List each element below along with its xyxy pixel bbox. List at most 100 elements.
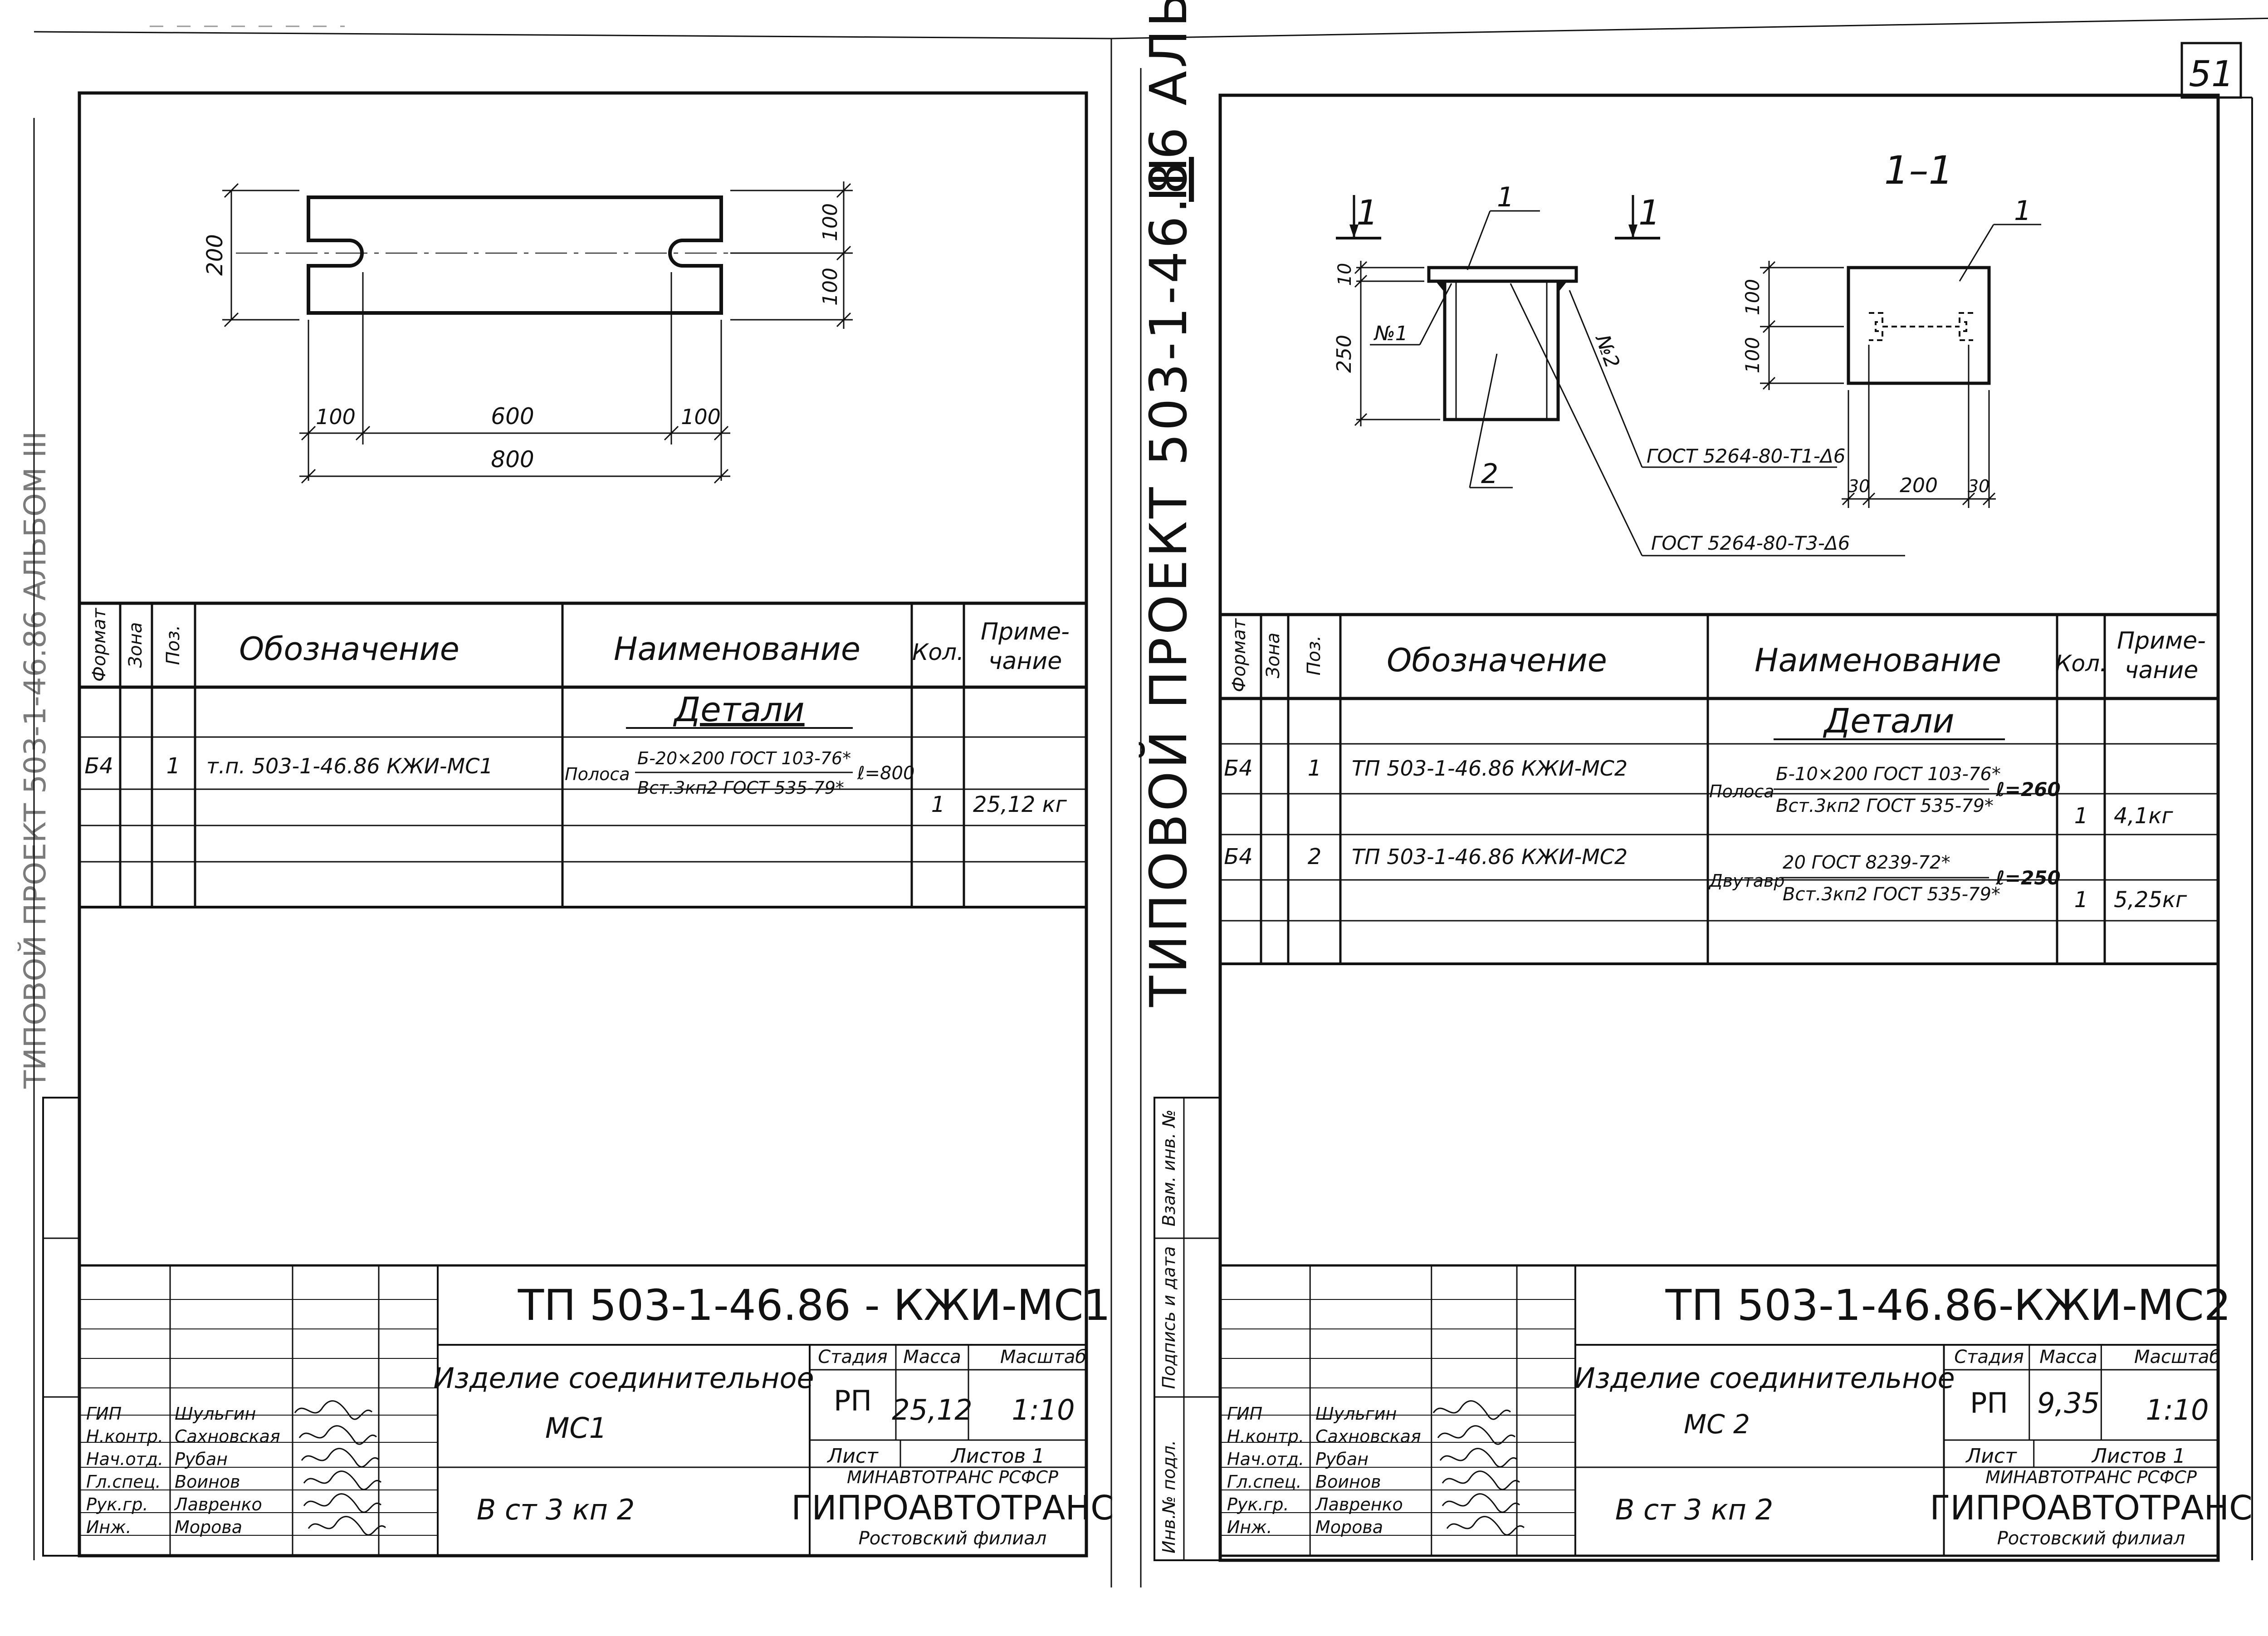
left-role-1: Н.контр. xyxy=(86,1426,163,1446)
right-label-sheets: Листов 1 xyxy=(2091,1445,2185,1468)
r-col-pos: Поз. xyxy=(1304,635,1325,676)
left-scale: 1:10 xyxy=(1012,1393,1075,1426)
r-col-format: Формат xyxy=(1229,618,1250,692)
weld-label-2: №2 xyxy=(1590,331,1624,371)
cut-label-left: 1 xyxy=(1356,192,1378,233)
dim-100-right: 100 xyxy=(681,405,721,429)
right-branch: Ростовский филиал xyxy=(1997,1528,2185,1549)
left-drawing-plate xyxy=(236,195,794,315)
row-name-prefix: Полоса xyxy=(565,764,630,784)
left-mass: 25,12 xyxy=(892,1393,973,1426)
dim-200: 200 xyxy=(202,234,228,276)
right-signature-roles: ГИП Н.контр. Нач.отд. Гл.спец. Рук.гр. И… xyxy=(1227,1404,1421,1537)
r1-format: Б4 xyxy=(1224,756,1252,781)
right-person-5: Морова xyxy=(1315,1517,1383,1537)
col-pos: Поз. xyxy=(163,625,184,665)
r2-prefix: Двутавр xyxy=(1708,871,1785,891)
r2-note: 5,25кг xyxy=(2114,887,2187,913)
left-person-4: Лавренко xyxy=(174,1494,262,1514)
dim-100-left: 100 xyxy=(316,405,356,429)
dim-200-section: 200 xyxy=(1900,474,1938,497)
right-label-stage: Стадия xyxy=(1954,1347,2024,1367)
row-name-top: Б-20×200 ГОСТ 103-76* xyxy=(637,748,851,768)
r1-designation: ТП 503-1-46.86 КЖИ-МС2 xyxy=(1352,756,1628,781)
section-details: Детали xyxy=(673,690,804,729)
r1-name-top: Б-10×200 ГОСТ 103-76* xyxy=(1776,764,2001,785)
album-title-text: ТИПОВОЙ ПРОЕКТ 503-1-46.86 АЛЬБОМ xyxy=(1139,0,1198,1007)
dim-100-bottom: 100 xyxy=(819,268,842,306)
r1-pos: 1 xyxy=(1308,756,1322,781)
left-person-3: Воинов xyxy=(175,1472,240,1492)
margin-label: ТИПОВОЙ ПРОЕКТ 503-1-46.86 АЛЬБОМ III xyxy=(17,431,53,1089)
cut-line xyxy=(34,31,1112,39)
right-spec-table xyxy=(1220,613,2218,965)
album-roman: III xyxy=(1139,157,1198,202)
col-qty: Кол. xyxy=(912,639,964,665)
sheet-number-box xyxy=(2180,42,2242,99)
left-label-mass: Масса xyxy=(903,1347,961,1367)
left-stage: РП xyxy=(834,1384,872,1417)
right-role-2: Нач.отд. xyxy=(1227,1449,1304,1469)
right-front-view xyxy=(1336,195,1905,557)
dim-10: 10 xyxy=(1334,263,1355,286)
r1-length: ℓ=260 xyxy=(1995,778,2061,801)
left-sheet: 200 100 100 100 600 100 800 Формат Зона … xyxy=(42,91,1114,1558)
stamp-inv-no: Инв.№ подл. xyxy=(1159,1440,1179,1553)
right-frame xyxy=(1218,93,2220,1562)
right-role-4: Рук.гр. xyxy=(1227,1494,1289,1514)
dim-30-right: 30 xyxy=(1968,476,1989,496)
col-designation: Обозначение xyxy=(239,630,459,668)
left-material: В ст 3 кп 2 xyxy=(477,1493,635,1526)
table-row: Б4 2 ТП 503-1-46.86 КЖИ-МС2 Двутавр 20 Г… xyxy=(1224,844,2187,913)
right-signatures xyxy=(1432,1400,1525,1536)
col-format: Формат xyxy=(89,607,110,682)
right-person-1: Сахновская xyxy=(1315,1426,1421,1446)
right-label-sheet: Лист xyxy=(1965,1445,2017,1468)
dim-800: 800 xyxy=(491,446,534,473)
left-person-2: Рубан xyxy=(175,1449,228,1469)
gost-t3: ГОСТ 5264-80-Т3-Δ6 xyxy=(1651,532,1850,554)
left-dimensions xyxy=(222,181,853,484)
dim-30-left: 30 xyxy=(1848,476,1870,496)
right-title-code: ТП 503-1-46.86-КЖИ-МС2 xyxy=(1665,1281,2231,1330)
dim-100-top: 100 xyxy=(819,203,842,241)
r-section-details: Детали xyxy=(1823,702,1954,741)
right-role-3: Гл.спец. xyxy=(1227,1472,1302,1492)
r-col-note-1: Приме- xyxy=(2117,627,2206,654)
right-person-0: Шульгин xyxy=(1315,1404,1397,1424)
right-item-name-1: Изделие соединительное xyxy=(1574,1362,1955,1395)
row-pos: 1 xyxy=(166,753,181,779)
row-note: 25,12 кг xyxy=(973,792,1067,817)
left-spec-table xyxy=(79,601,1086,908)
dim-100-b: 100 xyxy=(1741,337,1764,373)
right-person-3: Воинов xyxy=(1315,1472,1381,1492)
r1-qty: 1 xyxy=(2074,803,2088,829)
section-label: 1–1 xyxy=(1884,148,1953,193)
left-label-stage: Стадия xyxy=(818,1347,887,1367)
r-col-name: Наименование xyxy=(1755,642,2001,679)
section-leader-1: 1 xyxy=(2014,195,2031,227)
right-scale: 1:10 xyxy=(2146,1393,2209,1426)
col-note-1: Приме- xyxy=(981,618,1070,645)
r-col-qty: Кол. xyxy=(2055,650,2107,677)
dim-100-a: 100 xyxy=(1741,279,1764,315)
r1-prefix: Полоса xyxy=(1709,781,1774,801)
gost-t1: ГОСТ 5264-80-Т1-Δ6 xyxy=(1647,445,1845,467)
right-role-0: ГИП xyxy=(1227,1404,1262,1424)
r-col-zone: Зона xyxy=(1263,633,1284,679)
r2-qty: 1 xyxy=(2074,887,2088,913)
left-label-sheets: Листов 1 xyxy=(950,1445,1045,1468)
right-person-2: Рубан xyxy=(1315,1449,1369,1469)
r2-format: Б4 xyxy=(1224,844,1252,869)
dim-600: 600 xyxy=(491,403,534,430)
r2-length: ℓ=250 xyxy=(1995,867,2061,889)
row-designation: т.п. 503-1-46.86 КЖИ-МС1 xyxy=(206,754,493,778)
left-person-0: Шульгин xyxy=(175,1404,256,1424)
right-sheet: ТИПОВОЙ ПРОЕКТ 503-1-46.86 АЛЬБОМ III Ин… xyxy=(1139,0,2253,1562)
left-label-sheet: Лист xyxy=(826,1445,879,1468)
right-org: ГИПРОАВТОТРАНС xyxy=(1930,1489,2253,1528)
left-item-name-2: МС1 xyxy=(545,1411,607,1445)
dim-250: 250 xyxy=(1333,335,1356,373)
cut-line xyxy=(1111,17,2268,39)
